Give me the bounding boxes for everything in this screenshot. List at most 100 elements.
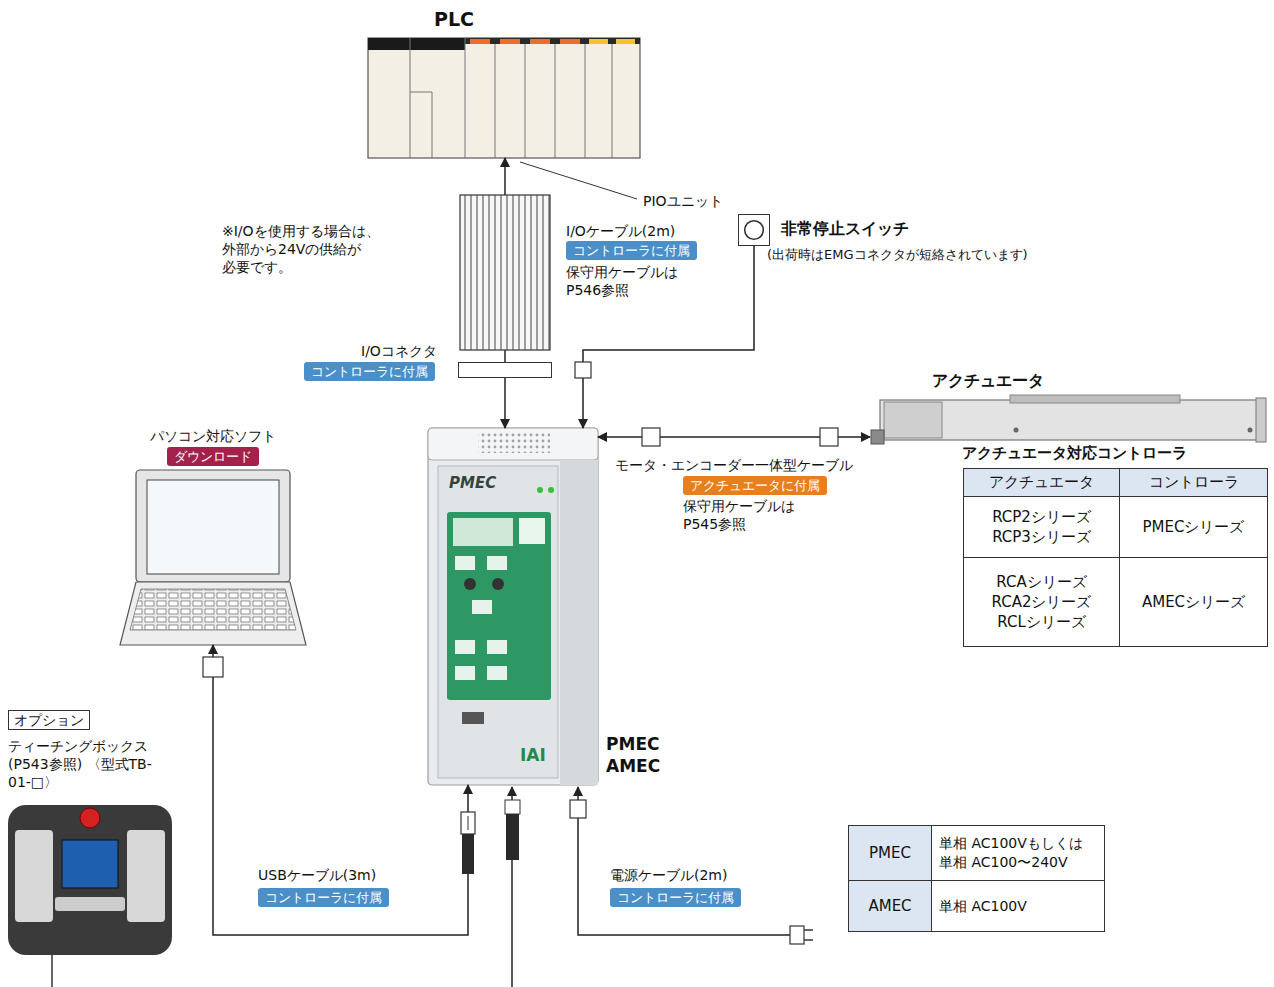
table-cell: AMECシリーズ [1119,557,1268,647]
laptop-base [120,582,306,645]
product-logo: PMEC [449,474,496,494]
maker-logo: IAI [520,744,546,766]
teaching-box-keys [15,830,53,922]
cable-connector-symbol [642,428,660,446]
plc-module-divider [555,44,556,158]
note-text: ※I/Oを使用する場合は、 外部から24Vの供給が 必要です。 [222,222,407,277]
laptop-screen [147,480,279,574]
teaching-box: オプションティーチングボックス (P543参照) 〈型式TB-01-□〉 [8,805,172,955]
cable-arrow [511,787,513,800]
cable-label: 電源ケーブル(2m) [610,866,727,884]
controller-switch [462,712,484,724]
cable-line [51,955,53,987]
controller-button [472,600,492,614]
controller-side [560,460,598,785]
device-title: 非常停止スイッチ [781,219,909,240]
controller-body [428,428,598,785]
device-title: アクチュエータ [932,371,1044,392]
teaching-box-keys [55,897,125,911]
cable-line [511,860,513,987]
plc-led [589,39,608,44]
option-tag: オプション [8,710,90,730]
controller-dial [492,578,504,590]
plc-top-strip [368,38,465,50]
plc-module-divider [410,38,411,158]
callout-label: PIOユニット [643,192,723,210]
plug-prong [804,929,813,931]
status-led [537,487,543,493]
device-title: PLC [434,7,474,32]
supply-badge: コントローラに付属 [566,241,697,260]
power-cable [578,818,790,935]
cable-connector-symbol [820,428,838,446]
table-cell: RCAシリーズ RCA2シリーズ RCLシリーズ [963,557,1120,647]
ribbon-cable [460,195,550,350]
controller-front [438,466,558,778]
controller-button [487,556,507,570]
table-cell: 単相 AC100V [931,880,1105,932]
pc-unit: パソコン対応ソフトダウンロード [120,470,306,645]
reference-note: 保守用ケーブルは P546参照 [566,263,706,299]
device-title: ティーチングボックス (P543参照) 〈型式TB-01-□〉 [8,737,158,792]
table-cell: PMECシリーズ [1119,496,1268,558]
teaching-box-screen [62,840,118,888]
supply-badge: アクチュエータに付属 [683,476,827,495]
usb-plug [461,812,475,834]
plc-led [560,39,580,44]
cable-connector-symbol [203,657,223,677]
emg-connector [575,362,591,378]
download-badge: ダウンロード [167,447,259,466]
actuator-unit: アクチュエータ [870,398,1266,442]
controller-panel [447,512,551,700]
actuator-end-cap [1256,398,1266,442]
laptop-keyboard [130,589,296,630]
emergency-button [80,808,100,828]
plc-led [530,39,550,44]
cable-arrow [577,787,579,800]
plc-module-divider [525,44,526,158]
controller-button [455,640,475,654]
plug-prong [804,939,813,941]
supply-badge: コントローラに付属 [610,888,741,907]
power-plug [790,926,804,944]
plc-top-strip [465,38,640,44]
table-title: アクチュエータ対応コントローラ [962,444,1187,464]
controller-button [519,518,545,544]
cable-label: モータ・エンコーダー一体型ケーブル [615,456,853,474]
cable-connector [213,645,468,935]
table-cell: AMEC [848,880,932,932]
controller-dial [464,578,476,590]
plc-rack [368,38,640,158]
switch-button [745,221,764,240]
controller-top [428,428,598,460]
actuator-screw [1248,428,1253,433]
actuator-screw [1014,428,1019,433]
plc-led [470,39,490,44]
switch-symbol [739,215,769,245]
table-cell: 単相 AC100Vもしくは 単相 AC100〜240V [931,825,1105,881]
controller-button [455,666,475,680]
note-text: (出荷時はEMGコネクタが短絡されています) [767,247,1028,264]
usb-symbol [468,816,469,830]
part-name: I/Oコネクタ [361,342,437,360]
plc-module-divider [495,44,496,158]
teaching-box-keys [127,830,165,922]
actuator-motor [884,402,942,438]
teaching-box-body [8,805,172,955]
controller-button [455,556,475,570]
controller-button [487,640,507,654]
plc-unit: PLC [368,38,640,158]
leader-line [520,162,637,199]
actuator-body [880,400,1264,440]
plc-module-divider [465,38,466,158]
plc-module-edge [410,92,432,158]
ribbon-cable [460,195,550,350]
plc-module-divider [585,44,586,158]
cable-label: USBケーブル(3m) [258,866,376,884]
device-title: PMEC AMEC [606,733,686,777]
supply-badge: コントローラに付属 [258,888,389,907]
controller-display [453,518,513,546]
controller-vent [478,433,550,453]
